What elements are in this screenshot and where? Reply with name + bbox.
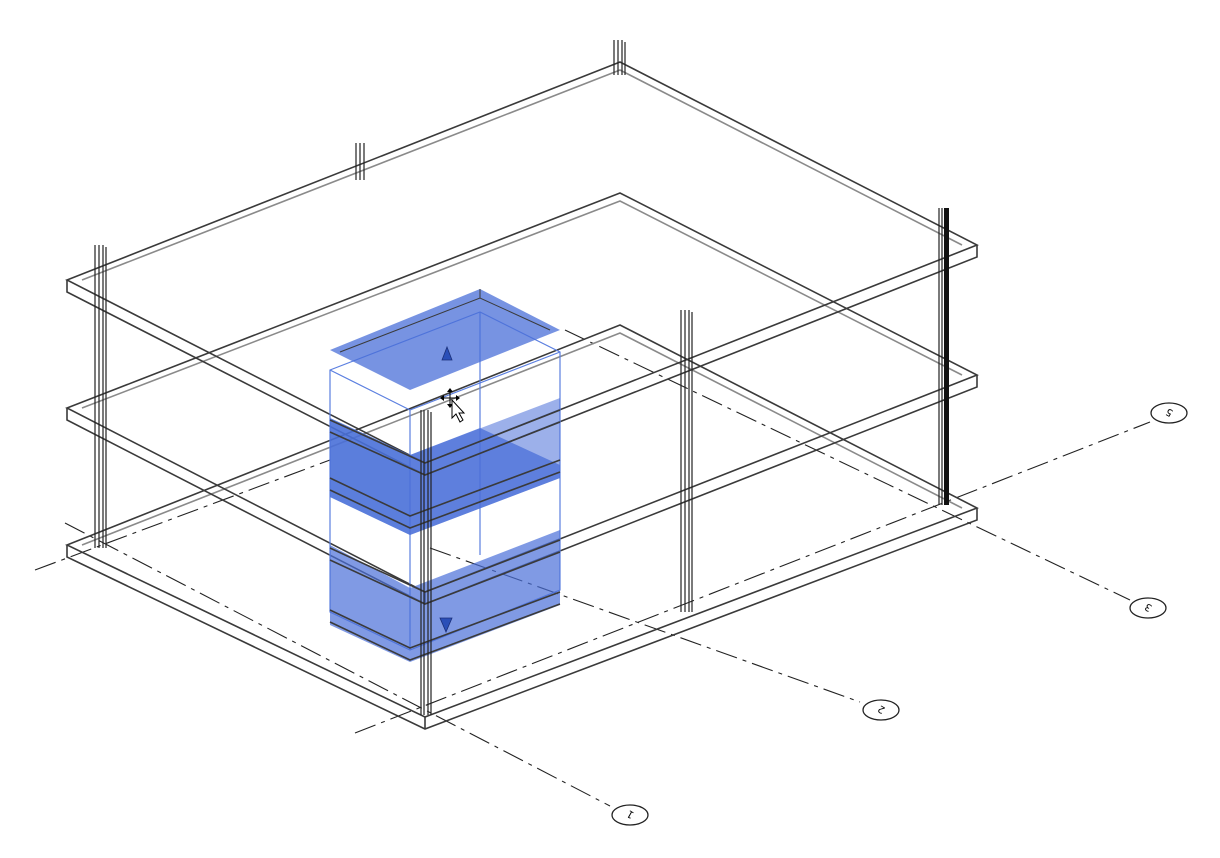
grid-bubble-1[interactable]: 1 (611, 804, 649, 826)
grid-label-1: 1 (625, 807, 636, 820)
grid-line-3[interactable] (564, 329, 1131, 601)
grid-label-3: 3 (1143, 600, 1154, 613)
grid-bubble-5[interactable]: 5 (1150, 402, 1188, 424)
column-roof-stub-1[interactable] (355, 143, 365, 180)
grid-line-5[interactable] (354, 421, 1151, 734)
grid-label-2: 2 (876, 702, 887, 715)
slab-overlay-lines (329, 409, 561, 661)
grid-label-5: 5 (1164, 405, 1175, 418)
column-right-shadow (944, 208, 949, 505)
column-right[interactable] (938, 208, 949, 505)
shaft-top-face[interactable] (330, 289, 560, 390)
grid-bubble-2[interactable]: 2 (862, 699, 900, 721)
shaft-opening-selection[interactable] (329, 289, 561, 662)
grid-bubbles: 5 3 2 1 (611, 402, 1188, 826)
column-front[interactable] (420, 410, 432, 715)
move-cursor-icon (440, 388, 466, 423)
column-middle[interactable] (680, 310, 693, 612)
column-roof-stub-2[interactable] (613, 40, 626, 75)
up-arrow-grip[interactable] (441, 345, 453, 361)
grid-lines (34, 329, 1151, 807)
grid-line-1[interactable] (64, 522, 611, 807)
column-left[interactable] (94, 245, 107, 548)
slab-level-1[interactable] (65, 324, 979, 730)
slab-level-2[interactable] (65, 192, 979, 605)
columns (94, 40, 949, 715)
grid-bubble-3[interactable]: 3 (1129, 597, 1167, 619)
down-arrow-grip[interactable] (439, 617, 453, 634)
